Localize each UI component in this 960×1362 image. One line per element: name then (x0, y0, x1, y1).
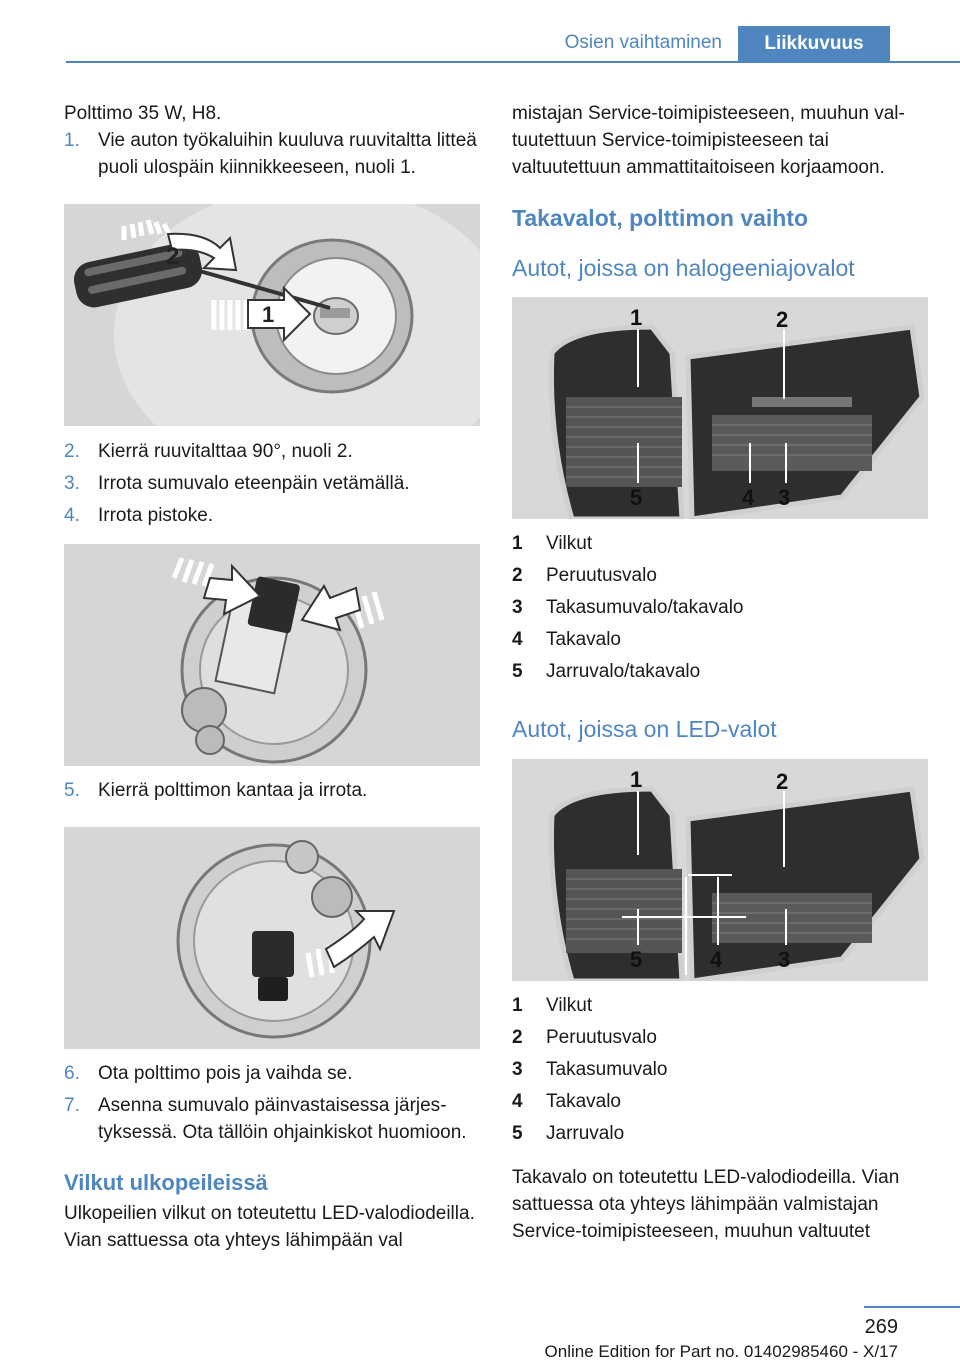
subheading-led: Autot, joissa on LED-valot (512, 716, 777, 742)
header-rule (66, 61, 960, 63)
step-text: Irrota sumuvalo eteenpäin vetämällä. (98, 473, 410, 494)
rear-light-halogen-illustration: 1 2 5 4 3 (512, 297, 928, 519)
figure-label: 3 (778, 947, 790, 972)
fog-lamp-connector-illustration (64, 544, 480, 766)
steps-group-d: 6. Ota polttimo pois ja vaihda se. 7. As… (64, 1060, 480, 1146)
figure-rear-light-led: 1 2 5 4 3 (512, 759, 928, 981)
legend-item: 1 Vilkut (512, 990, 928, 1022)
legend-item: 3 Takasumuvalo (512, 1054, 928, 1086)
figure-label: 1 (630, 767, 642, 792)
legend-number: 3 (512, 1059, 523, 1080)
legend-number: 1 (512, 533, 523, 554)
step-number: 4. (64, 505, 80, 526)
legend-number: 4 (512, 629, 523, 650)
header-chapter-tab: Liikkuvuus (738, 26, 890, 62)
step-number: 6. (64, 1063, 80, 1084)
legend-label: Takasumuvalo (546, 1059, 668, 1080)
legend-label: Peruutusvalo (546, 565, 657, 586)
figure-label: 4 (742, 485, 755, 510)
figure-label: 2 (776, 769, 788, 794)
step-text: Kierrä ruuvitalttaa 90°, nuoli 2. (98, 441, 353, 462)
page-number: 269 (864, 1316, 898, 1338)
legend-item: 5 Jarruvalo/takavalo (512, 656, 928, 688)
legend-number: 1 (512, 995, 523, 1016)
footer-rule (864, 1306, 960, 1308)
mirror-indicators-text: Ulkopeilien vilkut on toteutettu LED-val… (64, 1203, 475, 1251)
figure-screwdriver: 2 1 (64, 204, 480, 426)
steps-group-c: 5. Kierrä polttimon kantaa ja irrota. (64, 777, 480, 804)
figure-label: 1 (630, 305, 642, 330)
legend-item: 5 Jarruvalo (512, 1118, 928, 1150)
step-item: 7. Asenna sumuvalo päinvastaisessa järje… (64, 1092, 480, 1146)
legend-item: 3 Takasumuvalo/takavalo (512, 592, 928, 624)
legend-number: 5 (512, 1123, 523, 1144)
right-column: mistajan Service-toimipisteeseen, muuhun… (512, 100, 928, 1245)
legend-led: 1 Vilkut 2 Peruutusvalo 3 Takasumuvalo 4 Tak… (512, 990, 928, 1150)
led-rear-light-text: Takavalo on toteutettu LED-valodiodeilla… (512, 1167, 900, 1242)
figure-label: 5 (630, 947, 642, 972)
subheading-halogen: Autot, joissa on halogeeniajovalot (512, 255, 855, 281)
left-column: Polttimo 35 W, H8. 1. Vie auton työkalui… (64, 100, 480, 1254)
header-section: Osien vaihtaminen (564, 32, 722, 53)
legend-label: Vilkut (546, 995, 593, 1016)
legend-label: Jarruvalo (546, 1123, 625, 1144)
legend-halogen: 1 Vilkut 2 Peruutusvalo 3 Takasumuvalo/taka… (512, 528, 928, 688)
screwdriver-illustration: 2 1 (64, 204, 480, 426)
step-text: Ota polttimo pois ja vaihda se. (98, 1063, 353, 1084)
section-heading-mirror-indicators: Vilkut ulkopeileissä (64, 1170, 268, 1195)
figure-label: 3 (778, 485, 790, 510)
legend-number: 5 (512, 661, 523, 682)
figure-label: 4 (710, 947, 723, 972)
figure-bulb-socket (64, 827, 480, 1049)
legend-label: Takavalo (546, 1091, 621, 1112)
edition-note: Online Edition for Part no. 01402985460 … (544, 1342, 898, 1361)
legend-label: Peruutusvalo (546, 1027, 657, 1048)
legend-number: 2 (512, 565, 523, 586)
legend-number: 3 (512, 597, 523, 618)
legend-item: 1 Vilkut (512, 528, 928, 560)
step-item: 5. Kierrä polttimon kantaa ja irrota. (64, 777, 480, 804)
step-text: Kierrä polttimon kantaa ja irrota. (98, 780, 368, 801)
steps-group-a: 1. Vie auton työkaluihin kuuluva ruuvita… (64, 127, 480, 181)
step-number: 5. (64, 780, 80, 801)
step-number: 3. (64, 473, 80, 494)
legend-item: 2 Peruutusvalo (512, 1022, 928, 1054)
legend-label: Jarruvalo/takavalo (546, 661, 701, 682)
step-number: 7. (64, 1095, 80, 1116)
step-item: 6. Ota polttimo pois ja vaihda se. (64, 1060, 480, 1087)
figure-connector (64, 544, 480, 766)
step-text: Vie auton työkaluihin kuuluva ruuvitaltt… (98, 130, 477, 178)
legend-item: 2 Peruutusvalo (512, 560, 928, 592)
continued-text: mistajan Service-toimipisteeseen, muuhun… (512, 103, 905, 178)
step-item: 2. Kierrä ruuvitalttaa 90°, nuoli 2. (64, 438, 480, 465)
legend-label: Takavalo (546, 629, 621, 650)
legend-number: 4 (512, 1091, 523, 1112)
figure-label: 5 (630, 485, 642, 510)
legend-label: Takasumuvalo/takavalo (546, 597, 744, 618)
steps-group-b: 2. Kierrä ruuvitalttaa 90°, nuoli 2. 3. … (64, 438, 480, 529)
figure-label: 2 (776, 307, 788, 332)
bulb-socket-illustration (64, 827, 480, 1049)
figure-label: 2 (166, 243, 179, 270)
step-item: 3. Irrota sumuvalo eteenpäin vetämällä. (64, 470, 480, 497)
section-heading-rear-lights: Takavalot, polttimon vaihto (512, 205, 809, 231)
legend-item: 4 Takavalo (512, 1086, 928, 1118)
step-text: Irrota pistoke. (98, 505, 214, 526)
bulb-spec: Polttimo 35 W, H8. (64, 103, 222, 124)
legend-label: Vilkut (546, 533, 593, 554)
rear-light-led-illustration: 1 2 5 4 3 (512, 759, 928, 981)
figure-label: 1 (262, 302, 274, 327)
step-text: Asenna sumuvalo päinvastaisessa järjes­t… (98, 1095, 467, 1143)
step-item: 4. Irrota pistoke. (64, 502, 480, 529)
figure-rear-light-halogen: 1 2 5 4 3 (512, 297, 928, 519)
legend-number: 2 (512, 1027, 523, 1048)
step-item: 1. Vie auton työkaluihin kuuluva ruuvita… (64, 127, 480, 181)
step-number: 1. (64, 130, 80, 151)
step-number: 2. (64, 441, 80, 462)
legend-item: 4 Takavalo (512, 624, 928, 656)
page-header: Osien vaihtaminen Liikkuvuus (0, 0, 960, 63)
